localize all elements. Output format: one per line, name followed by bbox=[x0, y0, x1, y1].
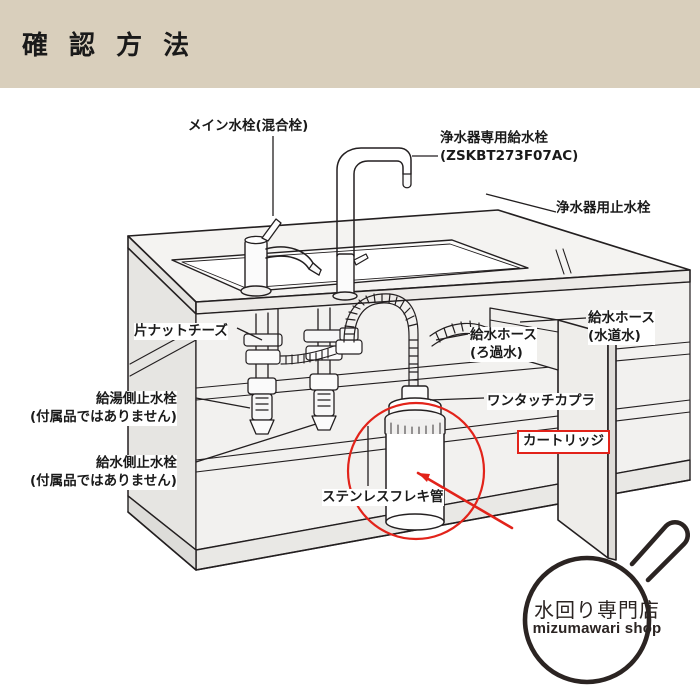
water-supply-hose-filtered bbox=[343, 293, 419, 389]
cartridge-pointer-arrow bbox=[418, 473, 430, 482]
label-cold-side-stopcock-line2: (付属品ではありません) bbox=[30, 472, 177, 489]
logo-text-english: mizumawari shop bbox=[532, 620, 662, 637]
purifier-stopcock-valve bbox=[335, 327, 363, 355]
label-purifier-stopcock: 浄水器用止水栓 bbox=[556, 200, 651, 217]
label-stainless-flex-pipe: ステンレスフレキ管 bbox=[322, 489, 444, 506]
label-hot-side-stopcock-line1: 給湯側止水栓 bbox=[95, 391, 177, 407]
label-single-nut-tee: 片ナットチーズ bbox=[134, 323, 228, 340]
magnifier-logo-icon bbox=[522, 519, 691, 685]
stainless-flex-pipe bbox=[280, 345, 337, 365]
cartridge-highlight-circle bbox=[346, 401, 486, 541]
label-hot-side-stopcock: 給湯側止水栓 (付属品ではありません) bbox=[30, 391, 177, 427]
label-cold-side-stopcock-line1: 給水側止水栓 bbox=[95, 455, 177, 471]
single-nut-tee bbox=[243, 329, 345, 365]
plumbing-assembly bbox=[243, 293, 495, 435]
cold-side-stopcock bbox=[309, 373, 339, 431]
purifier-faucet bbox=[332, 147, 412, 301]
label-cold-side-stopcock: 給水側止水栓 (付属品ではありません) bbox=[30, 455, 177, 491]
label-supply-hose-tap-line2: (水道水) bbox=[588, 327, 641, 344]
label-supply-hose-filtered-water: 給水ホース (ろ過水) bbox=[470, 327, 537, 363]
shop-logo: 水回り専門店 mizumawari shop bbox=[500, 512, 691, 692]
label-supply-hose-filtered-line1: 給水ホース bbox=[470, 327, 537, 343]
header-band: 確 認 方 法 bbox=[0, 0, 700, 88]
label-cartridge: カートリッジ bbox=[517, 430, 610, 454]
label-supply-hose-tap-water: 給水ホース (水道水) bbox=[588, 310, 655, 346]
label-supply-hose-tap-line1: 給水ホース bbox=[588, 310, 655, 326]
logo-text-japanese: 水回り専門店 bbox=[534, 598, 660, 622]
hot-side-stopcock bbox=[247, 377, 277, 435]
label-supply-hose-filtered-line2: (ろ過水) bbox=[470, 344, 523, 361]
label-purifier-faucet: 浄水器専用給水栓 (ZSKBT273F07AC) bbox=[440, 130, 579, 166]
leader-lines bbox=[195, 136, 587, 486]
label-hot-side-stopcock-line2: (付属品ではありません) bbox=[30, 408, 177, 425]
cartridge-pointer-line bbox=[416, 471, 514, 530]
main-faucet bbox=[240, 218, 322, 297]
label-one-touch-coupler: ワンタッチカプラ bbox=[487, 393, 595, 410]
label-main-faucet: メイン水栓(混合栓) bbox=[188, 118, 309, 135]
label-purifier-faucet-line1: 浄水器専用給水栓 bbox=[440, 130, 548, 146]
label-purifier-faucet-line2: (ZSKBT273F07AC) bbox=[440, 147, 579, 164]
page-title: 確 認 方 法 bbox=[22, 31, 196, 61]
